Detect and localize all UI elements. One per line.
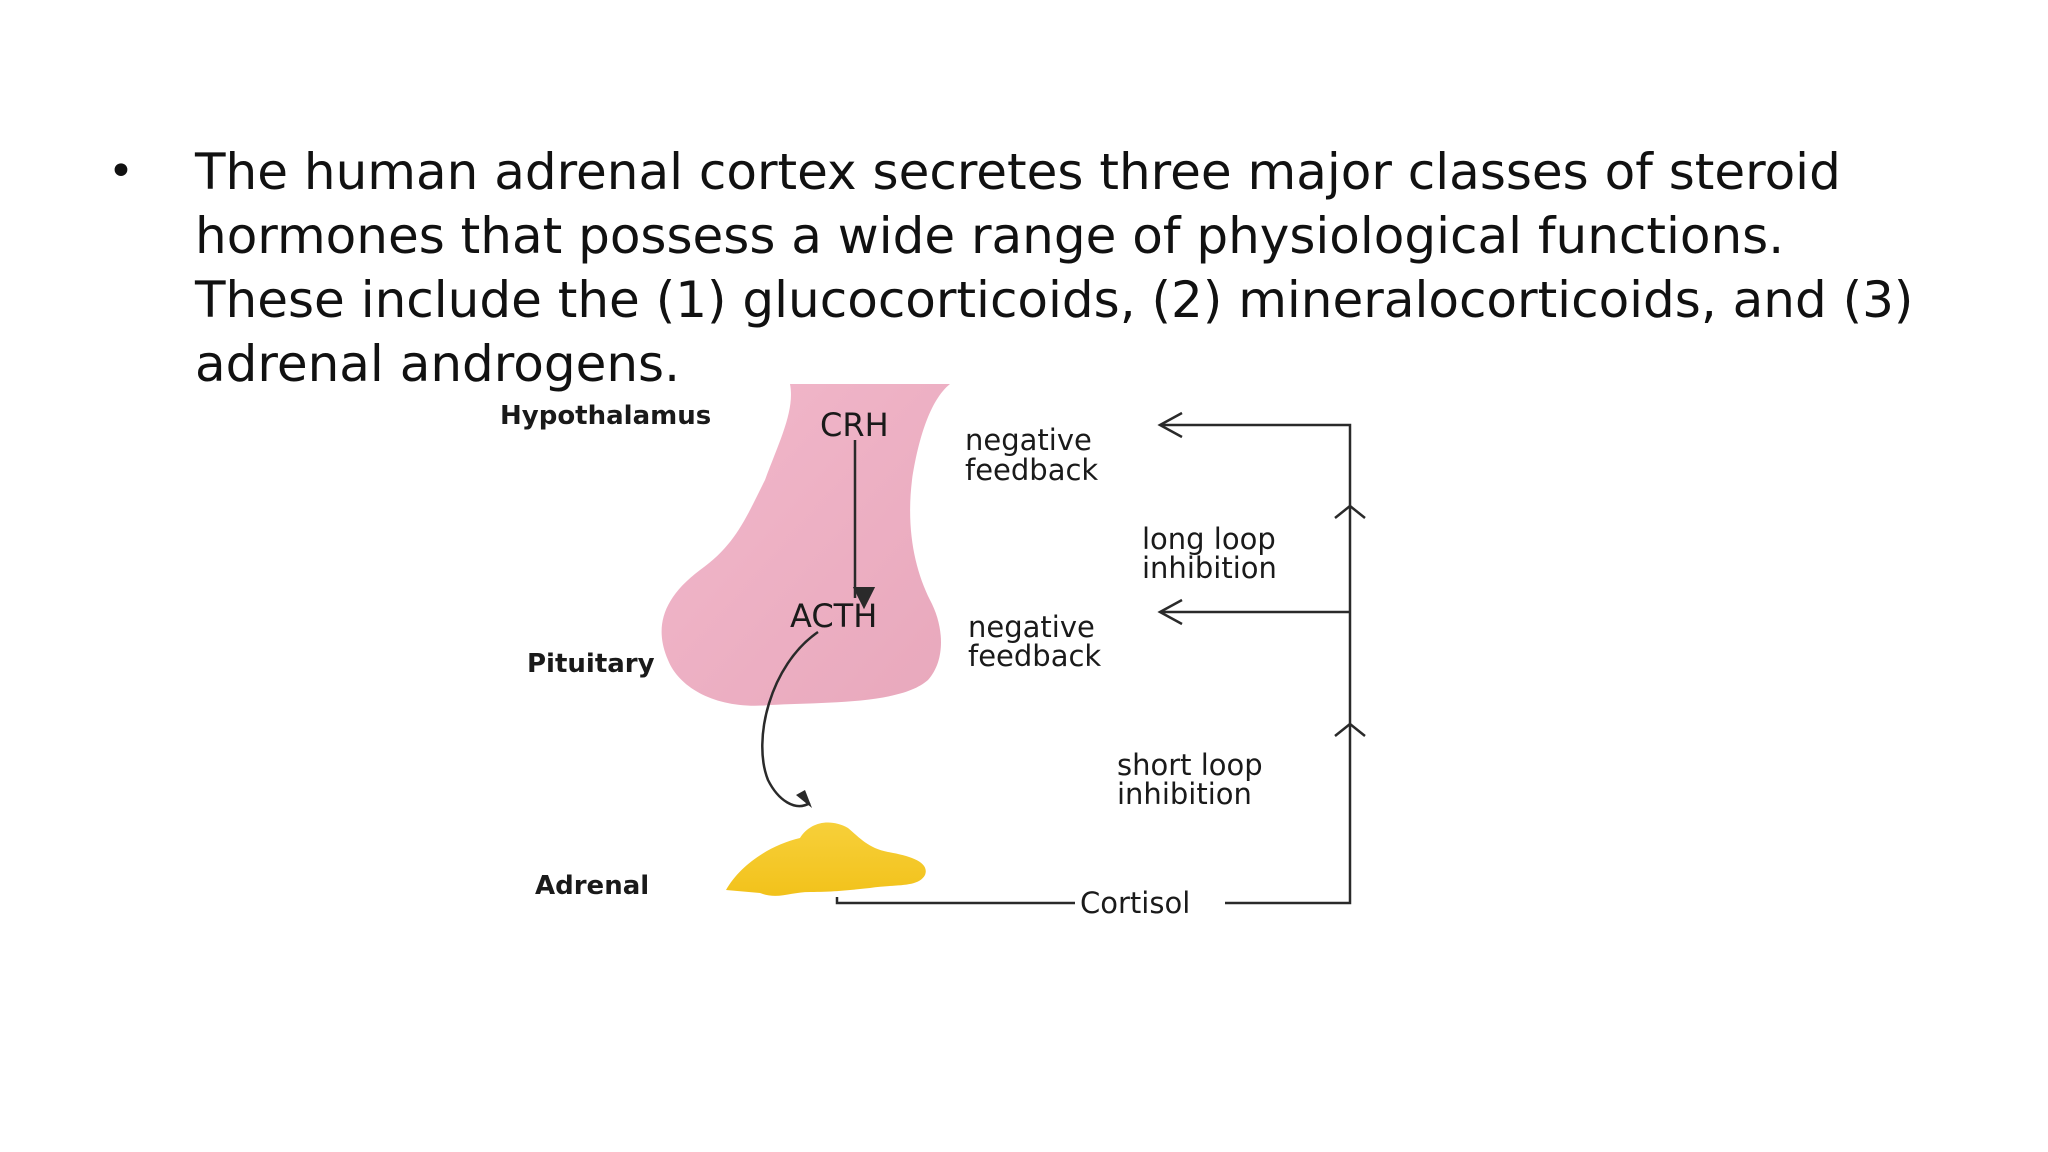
label-negative-feedback-upper-2: feedback [965, 453, 1098, 487]
label-adrenal: Adrenal [535, 871, 649, 901]
pituitary-shape [661, 384, 950, 706]
label-acth: ACTH [790, 597, 877, 635]
long-loop-arrowhead [1334, 504, 1366, 519]
adrenal-shape [726, 822, 926, 896]
short-loop-arrowhead [1334, 722, 1366, 737]
bullet-dot: • [108, 146, 134, 197]
bullet-item: • The human adrenal cortex secretes thre… [108, 140, 1930, 396]
upper-feedback-arrowhead [1157, 411, 1183, 439]
label-cortisol: Cortisol [1080, 886, 1190, 920]
adrenal-arrowhead [796, 790, 812, 808]
label-long-loop-1: long loop [1142, 522, 1276, 556]
cortisol-line-left [835, 897, 1075, 905]
label-crh: CRH [820, 406, 889, 444]
label-long-loop-2: inhibition [1142, 551, 1277, 585]
cortisol-line-right [1162, 423, 1352, 905]
label-negative-feedback-lower-2: feedback [968, 639, 1101, 673]
label-pituitary: Pituitary [527, 649, 655, 679]
bullet-text: The human adrenal cortex secretes three … [195, 143, 1914, 393]
lower-feedback-arrowhead [1157, 598, 1183, 626]
label-negative-feedback-upper-1: negative [965, 423, 1092, 457]
acth-to-adrenal-arrow [761, 630, 819, 808]
label-short-loop-1: short loop [1117, 748, 1263, 782]
label-short-loop-2: inhibition [1117, 777, 1252, 811]
label-hypothalamus: Hypothalamus [500, 401, 711, 431]
label-negative-feedback-lower-1: negative [968, 610, 1095, 644]
